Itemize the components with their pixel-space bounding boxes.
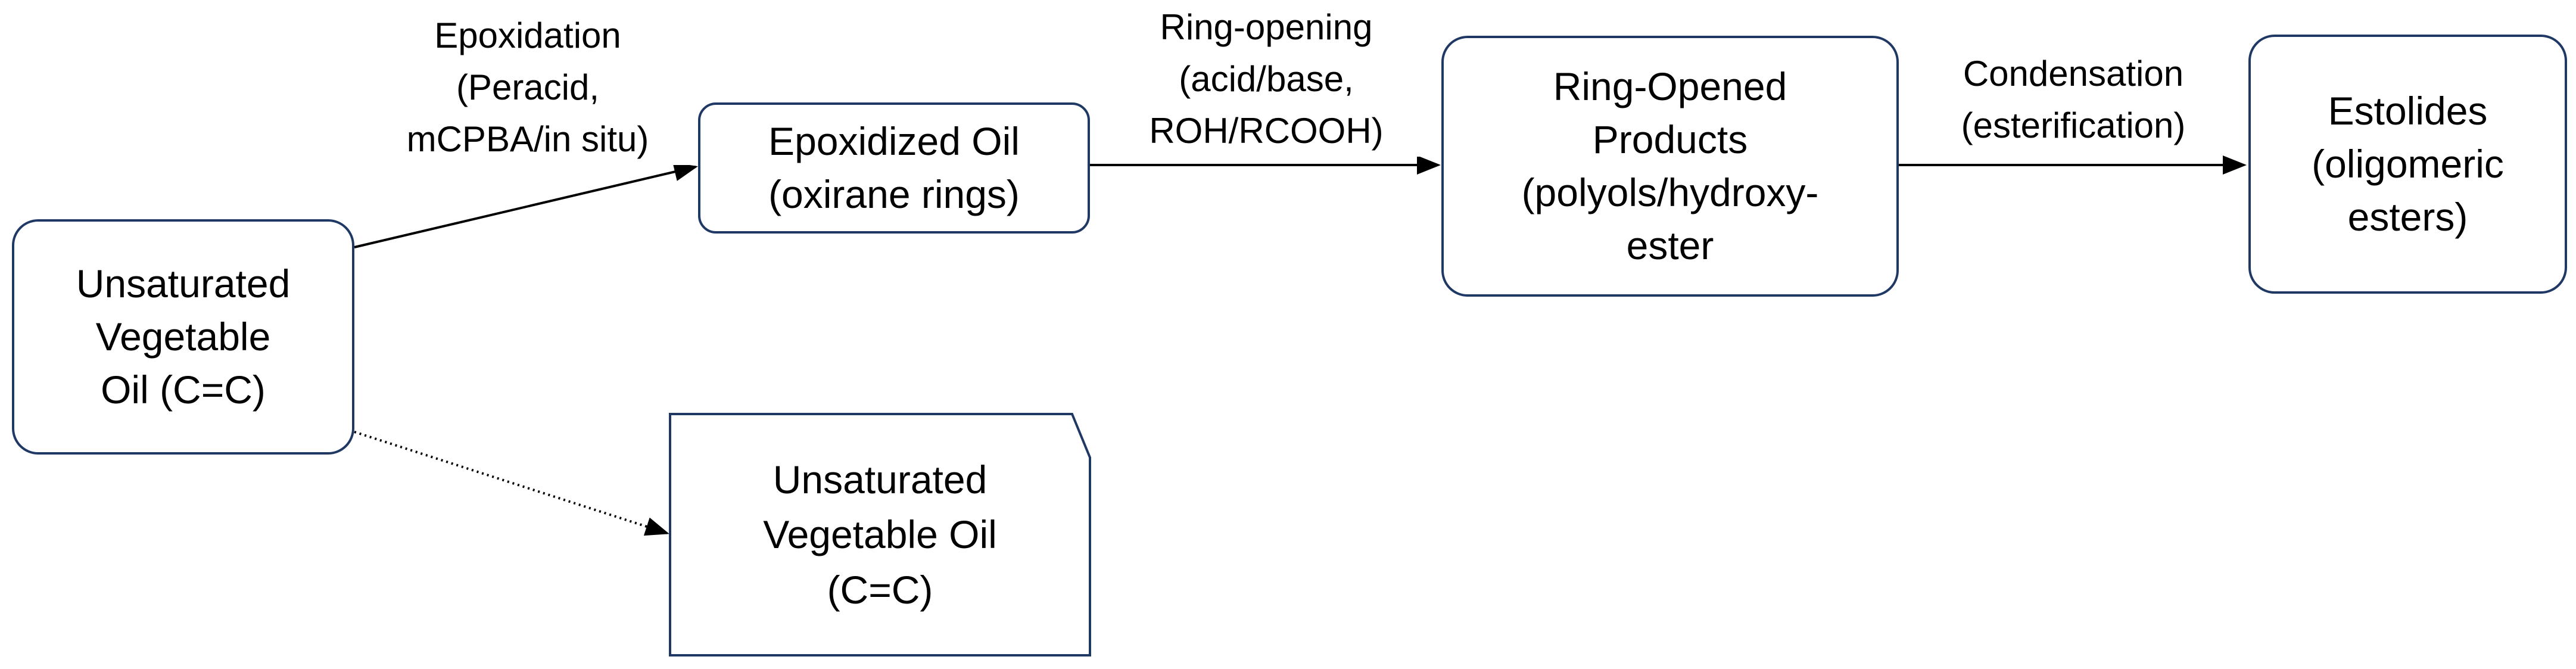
node-estolides-label: Estolides (oligomeric esters): [2312, 88, 2504, 239]
edge-label-ring-opening: Ring-opening (acid/base, ROH/RCOOH): [1108, 1, 1425, 157]
node-ring-opened-products-label: Ring-Opened Products (polyols/hydroxy- e…: [1521, 64, 1819, 268]
note-unsaturated-vegetable-oil: Unsaturated Vegetable Oil (C=C): [670, 414, 1090, 655]
node-epoxidized-oil: Epoxidized Oil (oxirane rings): [698, 102, 1090, 234]
note-unsaturated-vegetable-oil-label: Unsaturated Vegetable Oil (C=C): [763, 457, 997, 612]
node-unsaturated-vegetable-oil: Unsaturated Vegetable Oil (C=C): [12, 219, 354, 455]
node-estolides: Estolides (oligomeric esters): [2248, 35, 2567, 294]
node-ring-opened-products: Ring-Opened Products (polyols/hydroxy- e…: [1441, 36, 1899, 297]
node-unsaturated-vegetable-oil-label: Unsaturated Vegetable Oil (C=C): [76, 261, 291, 412]
edge-label-epoxidation: Epoxidation (Peracid, mCPBA/in situ): [366, 10, 689, 165]
edge-label-condensation: Condensation (esterification): [1906, 48, 2241, 151]
note-shape: [669, 413, 1091, 656]
dotted-connector-arrow: [354, 431, 669, 536]
edge-epoxidation-arrow: [354, 162, 698, 248]
node-epoxidized-oil-label: Epoxidized Oil (oxirane rings): [768, 119, 1020, 216]
